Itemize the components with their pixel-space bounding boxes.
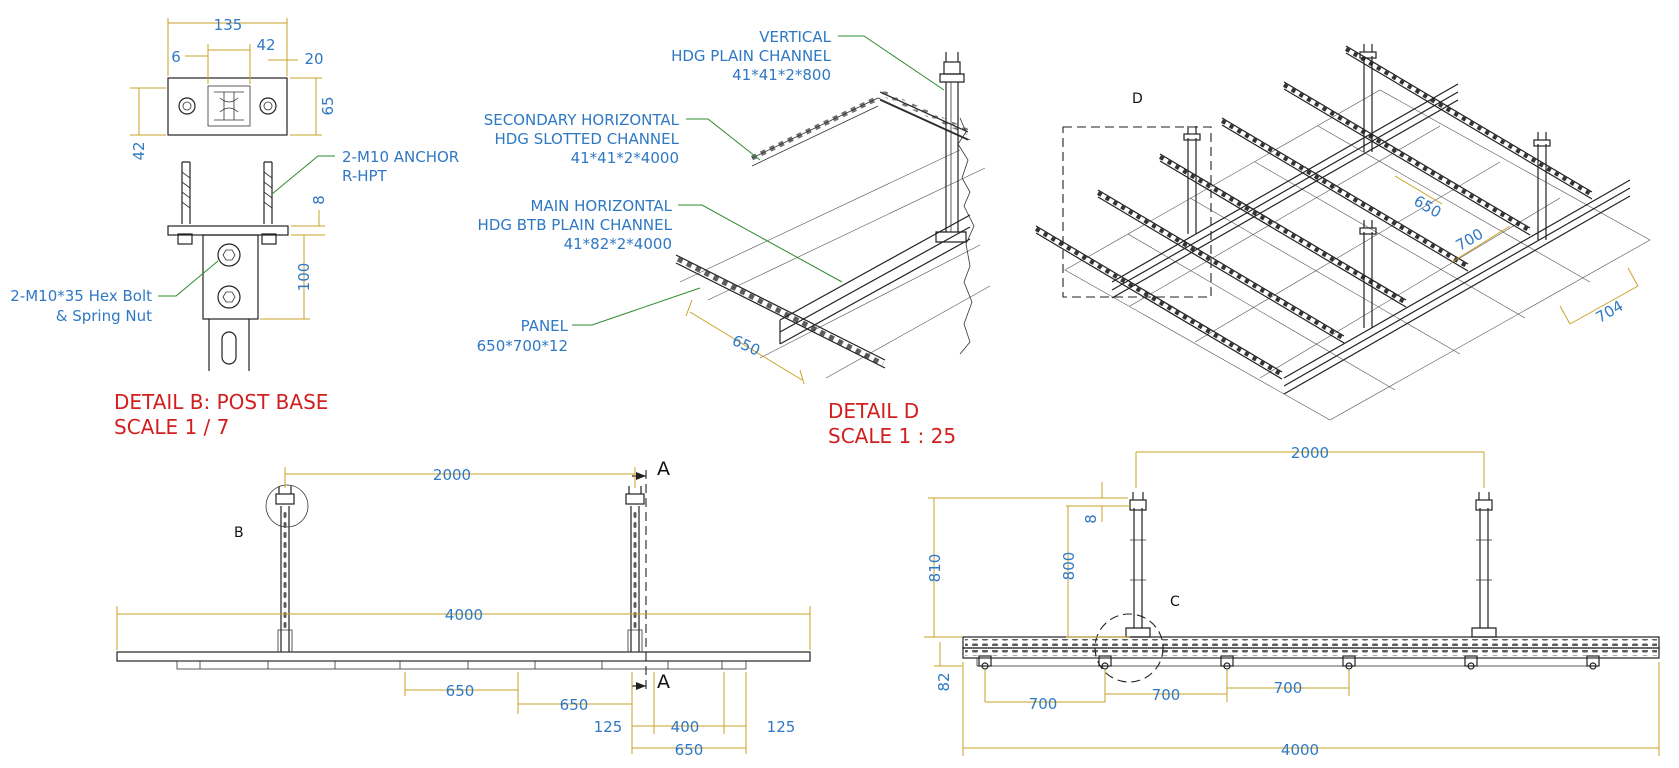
front-dim-2000: 2000 [433, 466, 471, 484]
side-dim-82: 82 [935, 672, 953, 691]
detail-b-post-base: 135 6 42 20 65 42 8 1 [10, 16, 459, 439]
front-dim-650-b: 650 [560, 696, 589, 714]
detail-c-marker [1094, 613, 1164, 683]
detail-d-dim-650: 650 [729, 331, 763, 359]
side-dim-700-b: 700 [1152, 686, 1181, 704]
detail-d-title: DETAIL D [828, 399, 919, 423]
front-elevation: B A A 2000 4000 650 650 125 400 125 650 [116, 458, 811, 759]
detail-d-window [1062, 126, 1212, 298]
iso-dim-700: 700 [1453, 225, 1487, 255]
isometric-view: D 650 700 704 [1034, 43, 1651, 421]
side-elevation: C 2000 810 800 8 82 700 700 700 4000 [924, 444, 1660, 759]
dim-42: 42 [256, 36, 275, 54]
dim-65: 65 [319, 96, 337, 115]
label-d: D [1132, 91, 1143, 107]
dim-135: 135 [214, 16, 243, 34]
callout-main-line3: 41*82*2*4000 [564, 235, 672, 253]
front-dim-650-a: 650 [446, 682, 475, 700]
side-dim-4000: 4000 [1281, 741, 1319, 759]
callout-panel-line2: 650*700*12 [477, 337, 568, 355]
callout-anchor-line2: R-HPT [342, 167, 388, 185]
side-dim-700-c: 700 [1274, 679, 1303, 697]
dim-8: 8 [310, 195, 328, 205]
callout-main-line2: HDG BTB PLAIN CHANNEL [478, 216, 673, 234]
callout-vertical-line1: VERTICAL [759, 28, 831, 46]
iso-dim-704: 704 [1593, 297, 1627, 327]
label-b: B [234, 525, 244, 541]
callout-secondary-line3: 41*41*2*4000 [571, 149, 679, 167]
iso-dim-650: 650 [1411, 192, 1445, 222]
dim-6: 6 [171, 48, 181, 66]
side-dim-800: 800 [1060, 552, 1078, 581]
callout-vertical-line3: 41*41*2*800 [732, 66, 831, 84]
side-dim-810: 810 [926, 554, 944, 583]
section-a-top: A [657, 458, 670, 480]
front-dim-125-b: 125 [767, 718, 796, 736]
detail-d-scale: SCALE 1 : 25 [828, 424, 956, 448]
section-a-bottom: A [657, 671, 670, 693]
side-dim-2000: 2000 [1291, 444, 1329, 462]
callout-bolt-line1: 2-M10*35 Hex Bolt [10, 287, 152, 305]
callout-anchor-line1: 2-M10 ANCHOR [342, 148, 459, 166]
front-dim-4000: 4000 [445, 606, 483, 624]
label-c: C [1170, 594, 1180, 610]
callout-vertical-line2: HDG PLAIN CHANNEL [671, 47, 832, 65]
front-dim-400: 400 [671, 718, 700, 736]
dim-100: 100 [295, 263, 313, 292]
side-dim-8: 8 [1082, 514, 1100, 524]
callout-bolt-line2: & Spring Nut [56, 307, 152, 325]
detail-d-closeup: 650 VERTICAL HDG PLAIN CHANNEL 41*41*2*8… [477, 28, 991, 448]
callout-secondary-line2: HDG SLOTTED CHANNEL [494, 130, 679, 148]
side-dim-700-a: 700 [1029, 695, 1058, 713]
front-dim-650-c: 650 [675, 741, 704, 759]
callout-main-line1: MAIN HORIZONTAL [531, 197, 673, 215]
detail-b-scale: SCALE 1 / 7 [114, 415, 229, 439]
detail-b-title: DETAIL B: POST BASE [114, 390, 328, 414]
detail-b-marker [265, 484, 309, 528]
callout-secondary-line1: SECONDARY HORIZONTAL [484, 111, 680, 129]
front-dim-125-a: 125 [594, 718, 623, 736]
dim-42-vertical: 42 [130, 141, 148, 160]
callout-panel-line1: PANEL [521, 317, 569, 335]
dim-20: 20 [304, 50, 323, 68]
